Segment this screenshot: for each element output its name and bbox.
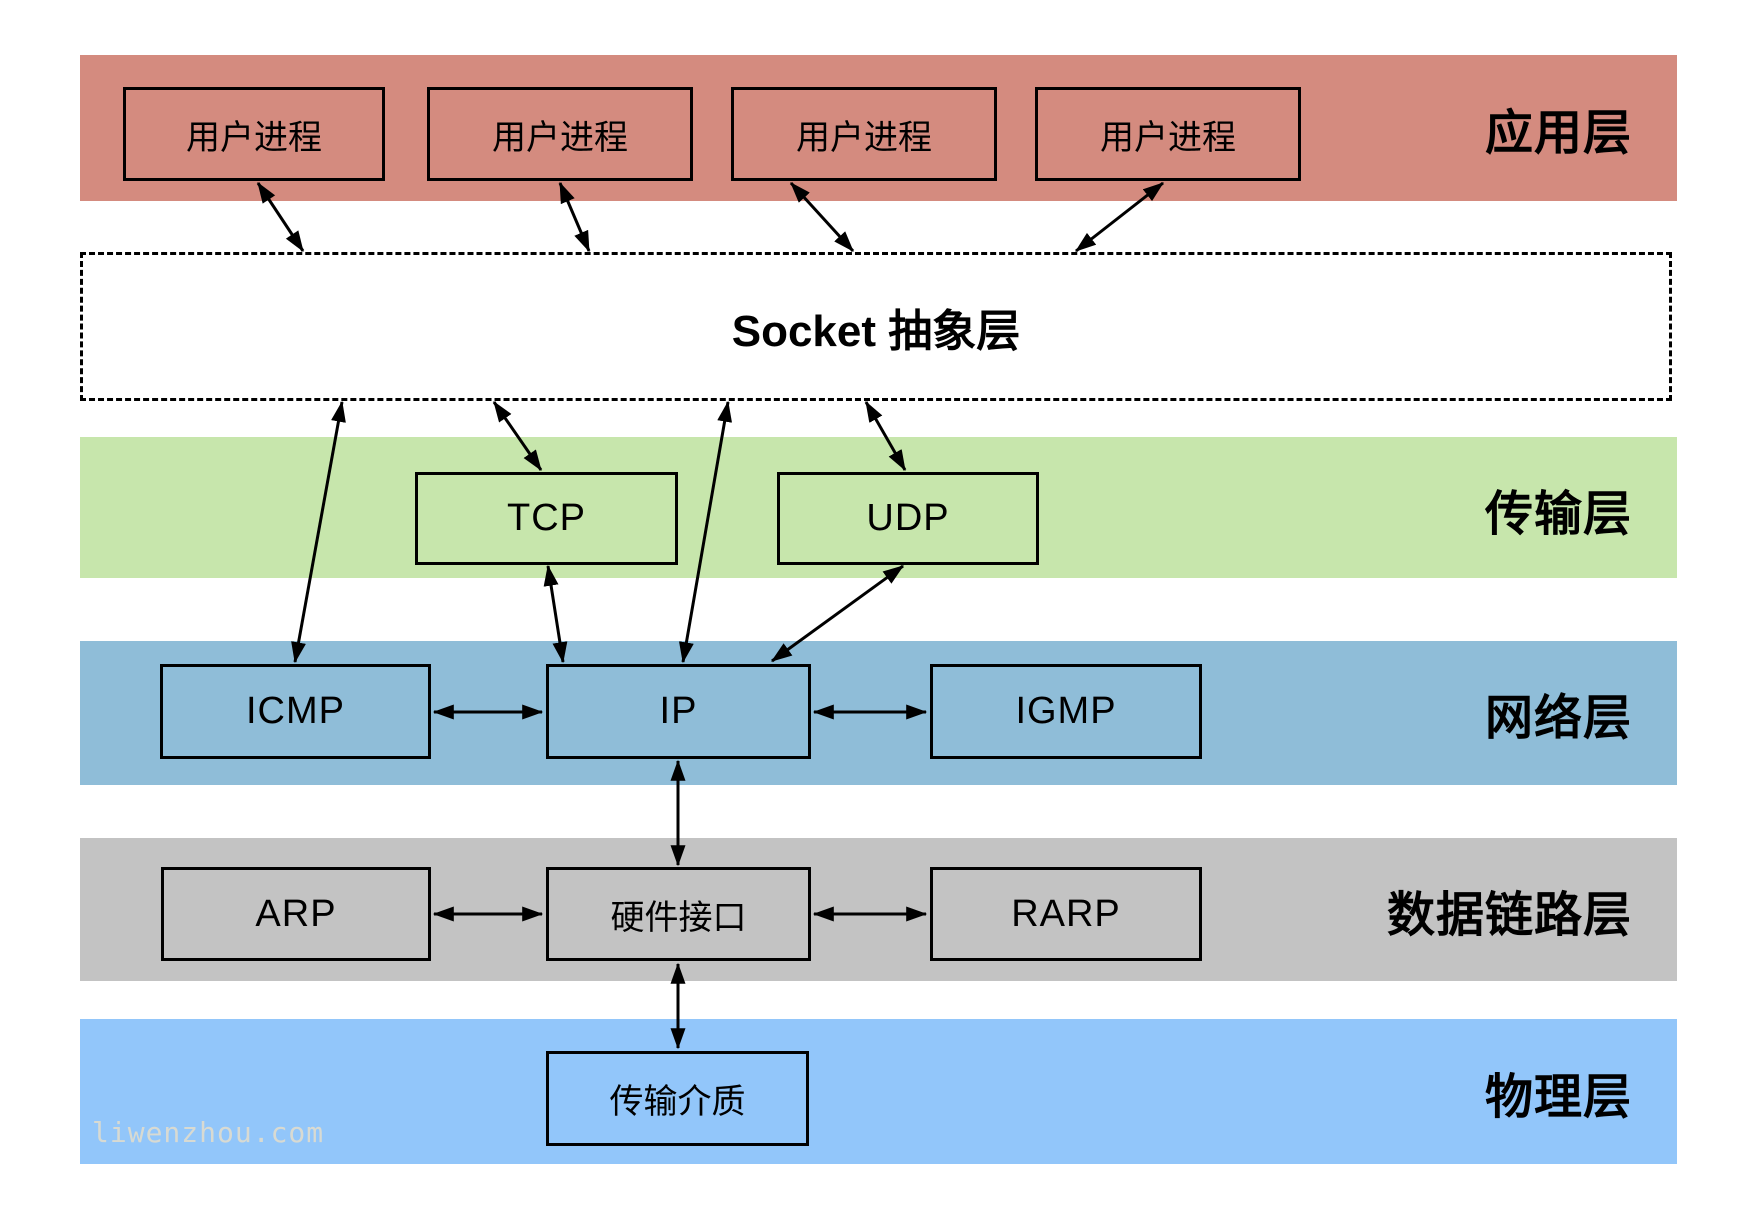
udp: UDP bbox=[777, 472, 1039, 565]
ip: IP bbox=[546, 664, 811, 759]
user-process-4: 用户进程 bbox=[1035, 87, 1301, 181]
arp: ARP bbox=[161, 867, 431, 961]
icmp: ICMP bbox=[160, 664, 431, 759]
layer-label-network: 网络层 bbox=[1484, 692, 1632, 745]
layer-label-datalink: 数据链路层 bbox=[1386, 889, 1632, 942]
transmission-medium: 传输介质 bbox=[546, 1051, 809, 1146]
tcp: TCP bbox=[415, 472, 678, 565]
socket-abstraction-layer: Socket 抽象层 bbox=[80, 252, 1672, 401]
rarp: RARP bbox=[930, 867, 1202, 961]
hardware-interface: 硬件接口 bbox=[546, 867, 811, 961]
user-process-3: 用户进程 bbox=[731, 87, 997, 181]
layer-label-application: 应用层 bbox=[1484, 107, 1632, 160]
watermark: liwenzhou.com bbox=[92, 1116, 325, 1149]
socket-layer-label: Socket 抽象层 bbox=[731, 306, 1021, 356]
layer-label-physical: 物理层 bbox=[1484, 1071, 1632, 1124]
igmp: IGMP bbox=[930, 664, 1202, 759]
band-physical bbox=[80, 1019, 1677, 1164]
user-process-2: 用户进程 bbox=[427, 87, 693, 181]
layer-label-transport: 传输层 bbox=[1484, 488, 1632, 541]
user-process-1: 用户进程 bbox=[123, 87, 385, 181]
